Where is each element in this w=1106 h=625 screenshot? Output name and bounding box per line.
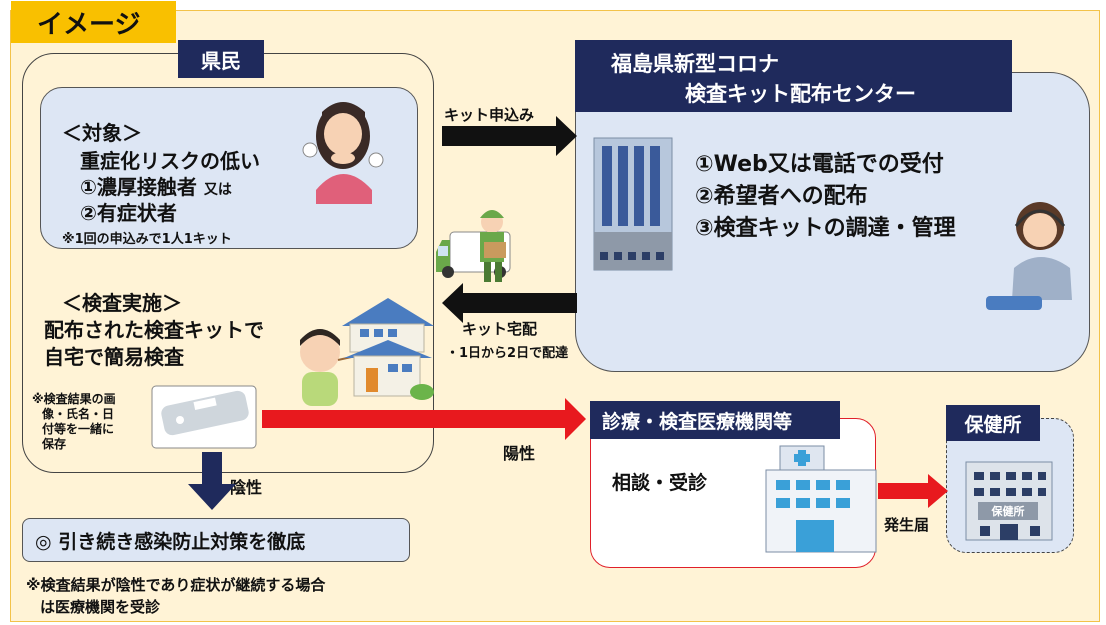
bottom-box: ◎ 引き続き感染防止対策を徹底: [22, 518, 410, 562]
center-label: 福島県新型コロナ 検査キット配布センター: [575, 40, 1012, 112]
test-line2: 自宅で簡易検査: [44, 345, 184, 369]
positive-label: 陽性: [503, 444, 536, 463]
target-line3: ②有症状者: [80, 201, 177, 225]
center-item2: ②希望者への配布: [695, 184, 868, 209]
test-line1: 配布された検査キットで: [44, 318, 264, 342]
delivery-truck-icon: [436, 210, 511, 282]
health-center-sign: 保健所: [991, 504, 1025, 518]
operator-icon: [986, 202, 1072, 310]
house-icon: [342, 298, 434, 400]
clinic-text: 相談・受診: [612, 472, 708, 494]
negative-label: 陰性: [230, 478, 263, 497]
target-line2: ①濃厚接触者 又は: [80, 171, 232, 200]
center-item3: ③検査キットの調達・管理: [695, 216, 956, 241]
report-arrow: [878, 474, 948, 508]
office-building-icon: [593, 137, 673, 271]
target-line1: 重症化リスクの低い: [80, 149, 260, 173]
sick-person-icon: [302, 102, 384, 204]
health-center-icon: 保健所: [965, 461, 1053, 541]
target-note: ※1回の申込みで1人1キット: [62, 232, 232, 247]
report-label: 発生届: [884, 516, 930, 534]
delivery-arrow: [442, 283, 577, 323]
clinic-label: 診療・検査医療機関等: [590, 401, 840, 439]
kenmin-label: 県民: [178, 40, 264, 78]
negative-arrow: [188, 452, 236, 510]
hospital-icon: [765, 445, 877, 553]
save-note-2: 像・氏名・日: [42, 407, 115, 421]
bottom-note-2: は医療機関を受診: [40, 598, 161, 616]
target-line2-main: ①濃厚接触者: [80, 175, 197, 199]
save-note-3: 付等を一緒に: [42, 422, 115, 436]
center-item1: ①Web又は電話での受付: [695, 152, 944, 177]
bottom-note-1: ※検査結果が陰性であり症状が継続する場合: [26, 576, 326, 594]
hokenjo-label: 保健所: [946, 405, 1040, 441]
save-note-4: 保存: [42, 437, 67, 451]
apply-arrow: [442, 116, 577, 156]
save-note-1: ※検査結果の画: [32, 392, 116, 406]
test-heading: ＜検査実施＞: [62, 291, 182, 315]
test-kit-icon: [151, 385, 257, 449]
delivery-label: キット宅配: [462, 320, 538, 338]
apply-label: キット申込み: [444, 106, 535, 124]
positive-arrow: [262, 398, 586, 440]
center-label-line1: 福島県新型コロナ: [611, 52, 779, 76]
home-test-person-icon: [300, 329, 357, 406]
center-label-line2: 検査キット配布センター: [685, 82, 916, 106]
target-heading: ＜対象＞: [62, 121, 142, 145]
title-tab: イメージ: [11, 1, 176, 43]
target-line2-small: 又は: [203, 182, 232, 198]
delivery-note: ・1日から2日で配達: [446, 346, 569, 361]
